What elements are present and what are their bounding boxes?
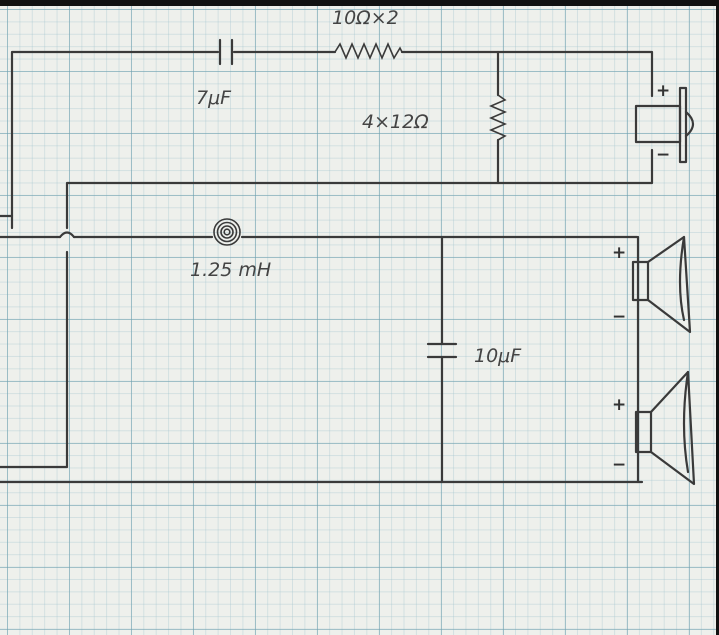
woofer-upper-plus: + <box>612 243 626 263</box>
capacitor-10uf <box>426 342 458 359</box>
tweeter-plus: + <box>656 81 670 101</box>
woofer-driver-lower <box>634 370 696 486</box>
resistor-4x12ohm <box>488 94 508 141</box>
capacitor-7uf-label: 7μF <box>196 87 232 109</box>
tweeter-driver <box>634 86 695 164</box>
capacitor-10uf-label: 10μF <box>474 345 522 367</box>
woofer-lower-plus: + <box>612 395 626 415</box>
resistor-4x12ohm-label: 4×12Ω <box>362 111 429 133</box>
resistor-10ohm-x2 <box>334 41 403 61</box>
capacitor-7uf <box>218 38 234 66</box>
inductor-label: 1.25 mH <box>190 259 271 281</box>
tweeter-minus: − <box>656 145 670 165</box>
inductor-coil <box>213 218 241 246</box>
woofer-branch-wires <box>0 235 644 484</box>
woofer-driver-upper <box>631 235 692 334</box>
resistor-10ohm-x2-label: 10Ω×2 <box>332 7 399 29</box>
woofer-lower-minus: − <box>612 455 626 475</box>
tweeter-branch-wires <box>10 50 654 230</box>
input-terminals <box>0 214 214 469</box>
woofer-upper-minus: − <box>612 307 626 327</box>
